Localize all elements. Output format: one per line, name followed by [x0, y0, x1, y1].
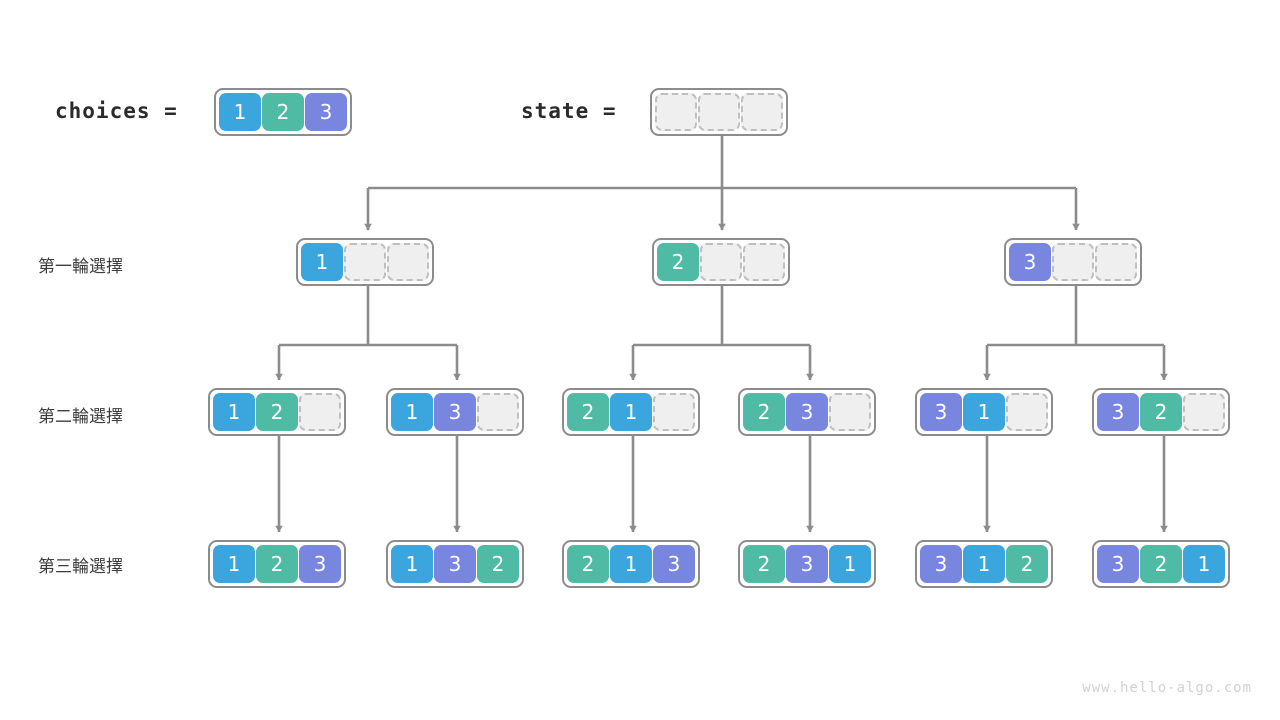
state-node-l1-1: 1	[296, 238, 434, 286]
l2n3-slot-2	[653, 393, 695, 431]
l2n4-slot-2	[829, 393, 871, 431]
l2n6-slot-1: 2	[1140, 393, 1182, 431]
l2n6-slot-0: 3	[1097, 393, 1139, 431]
l2n5-slot-0: 3	[920, 393, 962, 431]
l3n1-slot-0: 1	[213, 545, 255, 583]
l1n2-slot-1	[700, 243, 742, 281]
row-label-level-2: 第二輪選擇	[38, 407, 123, 427]
l3n2-slot-1: 3	[434, 545, 476, 583]
l3n1-slot-2: 3	[299, 545, 341, 583]
state-node-l1-2: 2	[652, 238, 790, 286]
row-label-level-1: 第一輪選擇	[38, 257, 123, 277]
l2n1-slot-1: 2	[256, 393, 298, 431]
l1n1-slot-2	[387, 243, 429, 281]
l3n6-slot-2: 1	[1183, 545, 1225, 583]
l2n3-slot-0: 2	[567, 393, 609, 431]
l3n6-slot-1: 2	[1140, 545, 1182, 583]
l3n6-slot-0: 3	[1097, 545, 1139, 583]
watermark: www.hello-algo.com	[1082, 680, 1252, 696]
l2n5-slot-2	[1006, 393, 1048, 431]
l3n1-slot-1: 2	[256, 545, 298, 583]
state-slot-1	[698, 93, 740, 131]
l1n3-slot-0: 3	[1009, 243, 1051, 281]
l3n3-slot-1: 1	[610, 545, 652, 583]
l2n3-slot-1: 1	[610, 393, 652, 431]
l2n5-slot-1: 1	[963, 393, 1005, 431]
state-slot-0	[655, 93, 697, 131]
l3n5-slot-2: 2	[1006, 545, 1048, 583]
state-array	[650, 88, 788, 136]
l1n3-slot-1	[1052, 243, 1094, 281]
l2n2-slot-1: 3	[434, 393, 476, 431]
l3n5-slot-1: 1	[963, 545, 1005, 583]
choices-slot-0: 1	[219, 93, 261, 131]
l1n1-slot-1	[344, 243, 386, 281]
l1n2-slot-0: 2	[657, 243, 699, 281]
l3n3-slot-2: 3	[653, 545, 695, 583]
state-slot-2	[741, 93, 783, 131]
choices-slot-2: 3	[305, 93, 347, 131]
l2n1-slot-0: 1	[213, 393, 255, 431]
l1n1-slot-0: 1	[301, 243, 343, 281]
l3n4-slot-0: 2	[743, 545, 785, 583]
l2n6-slot-2	[1183, 393, 1225, 431]
l1n3-slot-2	[1095, 243, 1137, 281]
l2n4-slot-1: 3	[786, 393, 828, 431]
state-label: state =	[521, 99, 617, 123]
l2n4-slot-0: 2	[743, 393, 785, 431]
l3n3-slot-0: 2	[567, 545, 609, 583]
l3n4-slot-1: 3	[786, 545, 828, 583]
choices-label: choices =	[55, 99, 178, 123]
l3n5-slot-0: 3	[920, 545, 962, 583]
l2n1-slot-2	[299, 393, 341, 431]
l3n4-slot-2: 1	[829, 545, 871, 583]
l2n2-slot-0: 1	[391, 393, 433, 431]
row-label-level-3: 第三輪選擇	[38, 557, 123, 577]
state-node-l1-3: 3	[1004, 238, 1142, 286]
l2n2-slot-2	[477, 393, 519, 431]
choices-slot-1: 2	[262, 93, 304, 131]
l3n2-slot-2: 2	[477, 545, 519, 583]
l1n2-slot-2	[743, 243, 785, 281]
l3n2-slot-0: 1	[391, 545, 433, 583]
